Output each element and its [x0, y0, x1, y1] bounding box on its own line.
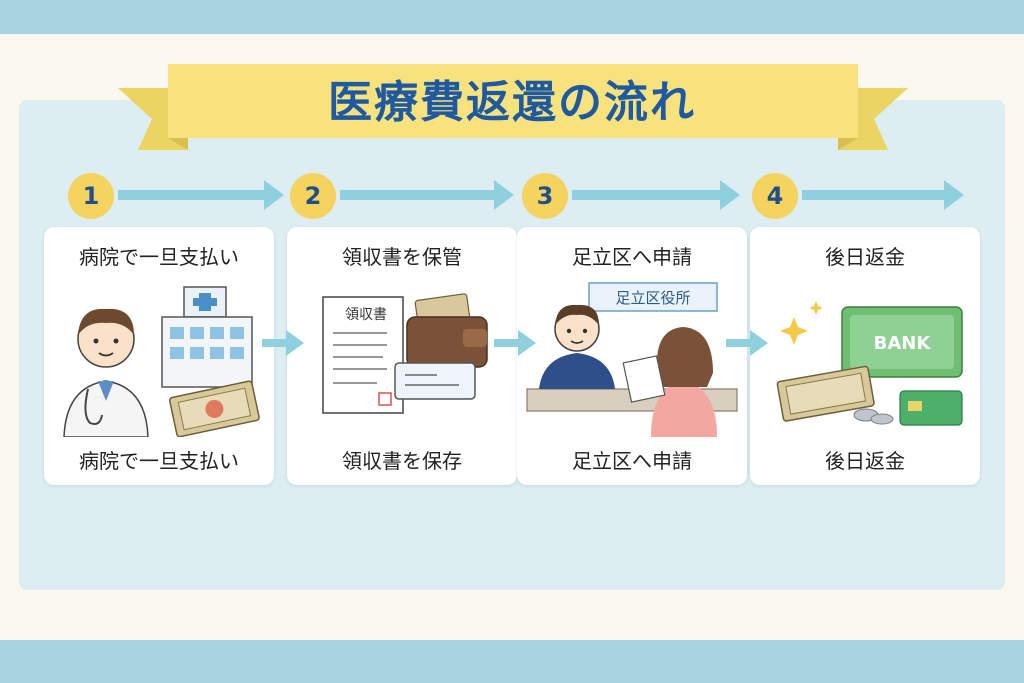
step-2-arrow	[340, 180, 514, 210]
bank-sign: BANK	[874, 333, 932, 354]
step-1-label: 病院で一旦支払い	[79, 449, 239, 473]
step-4-arrow	[802, 180, 964, 210]
step-1-title: 病院で一旦支払い	[79, 245, 239, 269]
receipt-heading: 領収書	[345, 306, 387, 323]
connector-arrow-2	[494, 330, 536, 356]
receipt-wallet-icon: 領収書	[322, 293, 488, 414]
step-1-arrow	[118, 180, 284, 210]
step-3-number: 3	[522, 173, 568, 219]
step-3-title: 足立区へ申請	[572, 245, 692, 269]
step-4-number: 4	[752, 173, 798, 219]
step-1-card: 病院で一旦支払い 病院で一旦支払い	[44, 227, 274, 485]
step-4-card: 後日返金 BANK 後日返金	[750, 227, 980, 485]
office-sign: 足立区役所	[615, 289, 690, 307]
step-3-arrow	[572, 180, 740, 210]
step-4-label: 後日返金	[825, 449, 905, 473]
step-3-label: 足立区へ申請	[572, 449, 692, 473]
ward-office-counter-icon: 足立区役所	[526, 282, 738, 437]
bottom-band	[0, 640, 1024, 683]
step-2-label: 領収書を保存	[342, 449, 462, 473]
connector-arrow-1	[262, 330, 304, 356]
doctor-hospital-money-icon	[63, 286, 260, 437]
connector-arrow-3	[726, 330, 768, 356]
step-2-title: 領収書を保管	[342, 245, 462, 269]
bank-refund-icon: BANK	[776, 301, 963, 426]
step-4-title: 後日返金	[825, 245, 905, 269]
page-title: 医療費返還の流れ	[328, 77, 696, 128]
title-ribbon	[118, 64, 908, 150]
step-2-card: 領収書を保管 領収書 領収書を保存	[287, 227, 517, 485]
step-2-number: 2	[290, 173, 336, 219]
step-3-card: 足立区へ申請 足立区役所 足立区へ申請	[517, 227, 747, 485]
step-1-number: 1	[68, 173, 114, 219]
top-band	[0, 0, 1024, 34]
